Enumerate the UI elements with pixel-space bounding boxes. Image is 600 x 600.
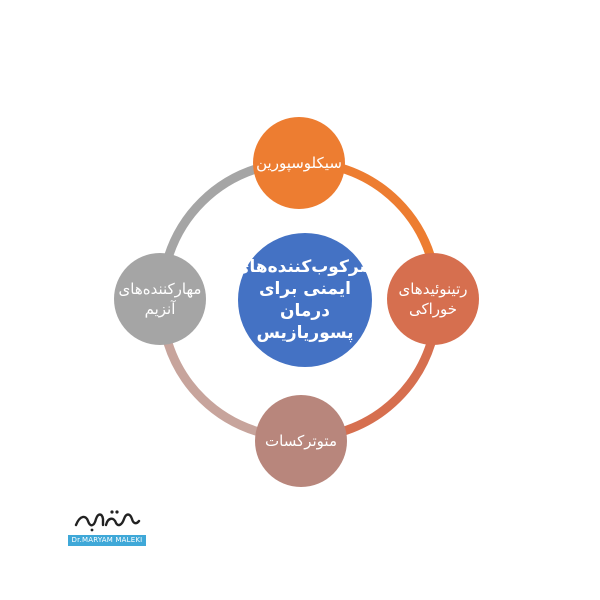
logo-caption: Dr.MARYAM MALEKI: [68, 535, 146, 546]
node-methotrexate-label: متوترکسات: [265, 431, 337, 450]
node-oral-retinoids: رتینوئیدهای خوراکی: [387, 253, 479, 345]
arc-bottom-right: [339, 341, 436, 437]
node-oral-retinoids-label: رتینوئیدهای خوراکی: [398, 279, 468, 318]
center-node-label: سرکوب‌کننده‌های ایمنی برای درمان پسوریاز…: [233, 256, 377, 344]
arc-top-right: [339, 163, 436, 260]
center-node: سرکوب‌کننده‌های ایمنی برای درمان پسوریاز…: [234, 233, 376, 367]
node-methotrexate: متوترکسات: [255, 395, 347, 487]
node-enzyme-inhibitors-label: مهارکننده‌های آنزیم: [118, 279, 202, 318]
brand-logo: Dr.MARYAM MALEKI: [68, 507, 146, 547]
arc-top-left: [163, 163, 261, 260]
node-cyclosporine: سیکلوسپورین: [253, 117, 345, 209]
signature-logo-icon: [74, 510, 141, 532]
node-enzyme-inhibitors: مهارکننده‌های آنزیم: [114, 253, 206, 345]
node-cyclosporine-label: سیکلوسپورین: [256, 153, 342, 172]
arc-bottom-left: [163, 341, 261, 437]
